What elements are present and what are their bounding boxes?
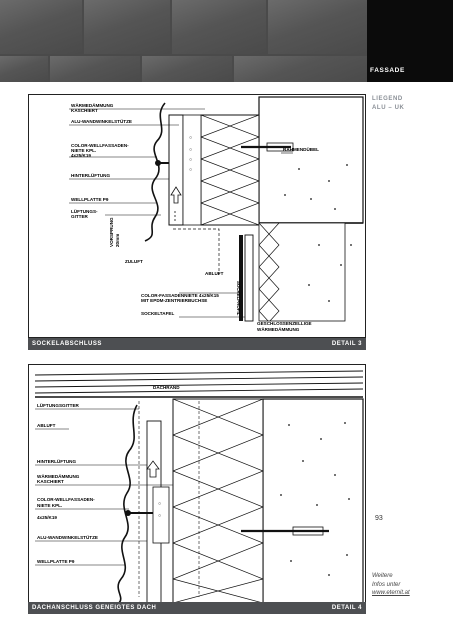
detail-3-drawing: ○ ○ ○ ○ <box>28 94 366 338</box>
svg-text:○: ○ <box>158 513 161 519</box>
detail-3-caption: SOCKELABSCHLUSS DETAIL 3 <box>28 338 366 350</box>
d3-label-fassadenniete-2: MIT EPDM-ZENTRIERBUCHSE <box>141 298 207 303</box>
detail-4-caption-title: DACHANSCHLUSS GENEIGTES DACH <box>32 605 157 611</box>
d4-label-wellplatte: WELLPLATTE P9 <box>37 559 75 564</box>
d3-label-alu-wandwinkelstuetze: ALU-WANDWINKELSTÜTZE <box>71 118 132 124</box>
d3-label-fassadenniete-1: COLOR-FASSADENNIETE 4x25/K15 <box>141 293 219 298</box>
d3-label-lueftungsgitter-2: GITTER <box>71 214 89 219</box>
svg-text:○: ○ <box>189 167 192 173</box>
d3-label-wellplatte: WELLPLATTE P9 <box>71 197 109 202</box>
detail-4-caption: DACHANSCHLUSS GENEIGTES DACH DETAIL 4 <box>28 602 366 614</box>
svg-text:○: ○ <box>189 147 192 153</box>
d4-label-lueftungsgitter: LÜFTUNGSGITTER <box>37 402 80 408</box>
section-tab <box>367 0 453 82</box>
detail-4-drawing: ○ ○ DACHRAND LÜF <box>28 364 366 604</box>
d4-label-dachrand: DACHRAND <box>153 385 180 390</box>
detail-3-caption-number: DETAIL 3 <box>331 341 362 347</box>
d3-label-waermedaemmung: WÄRMEDÄMMUNG <box>71 102 114 108</box>
d3-label-color-well-3: 4x25/K19 <box>71 153 91 158</box>
d3-label-vorsprung-2: 20mm <box>115 234 120 247</box>
d4-label-color-well-1: COLOR-WELLFASSADEN- <box>37 497 95 502</box>
detail-4-caption-number: DETAIL 4 <box>331 605 362 611</box>
side-heading-line1: LIEGEND <box>372 96 403 102</box>
d3-label-kaschiert: KASCHIERT <box>71 108 98 113</box>
svg-text:○: ○ <box>158 501 161 507</box>
detail-3-svg: ○ ○ ○ ○ <box>69 96 364 332</box>
d3-label-rahmenduebel: RAHMENDÜBEL <box>283 146 319 152</box>
d3-label-color-well-1: COLOR-WELLFASSADEN- <box>71 143 129 148</box>
svg-text:○: ○ <box>189 157 192 163</box>
d4-label-abluft: ABLUFT <box>37 423 56 428</box>
d3-label-geschlossen-2: WÄRMEDÄMMUNG <box>257 326 300 332</box>
side-heading-line2: ALU – UK <box>372 105 405 111</box>
section-label: FASSADE <box>370 67 405 74</box>
detail-3-caption-title: SOCKELABSCHLUSS <box>32 341 102 347</box>
d4-label-waermedaemmung: WÄRMEDÄMMUNG <box>37 473 80 479</box>
more-info-line1: Weitere <box>372 573 393 579</box>
website-link[interactable]: www.eternit.at <box>372 590 410 596</box>
d4-label-alu-wandwinkelstuetze: ALU-WANDWINKELSTÜTZE <box>37 534 98 540</box>
d4-label-hinterlueftung: HINTERLÜFTUNG <box>37 458 76 464</box>
d3-label-color-well-2: NIETE KPL. <box>71 148 96 153</box>
detail-4-svg: ○ ○ DACHRAND LÜF <box>34 370 364 604</box>
d3-label-sockelprofil: SOCKELPROFIL <box>236 281 241 316</box>
d3-label-lueftungsgitter-1: LÜFTUNGS- <box>71 208 98 214</box>
page-number: 93 <box>375 515 383 522</box>
d3-label-hinterlueftung: HINTERLÜFTUNG <box>71 172 110 178</box>
d3-label-zuluft: ZULUFT <box>125 259 143 264</box>
d4-label-color-well-2: NIETE KPL. <box>37 503 62 508</box>
more-info-line2: Infos unter <box>372 581 401 588</box>
facade-photo <box>0 0 367 82</box>
d4-label-color-well-3: 4x25/K19 <box>37 515 57 520</box>
d3-label-abluft: ABLUFT <box>205 271 224 276</box>
d3-label-geschlossen-1: GESCHLOSSENZELLIGE <box>257 321 312 326</box>
svg-text:○: ○ <box>189 135 192 141</box>
d3-label-sockeltafel: SOCKELTAFEL <box>141 311 174 316</box>
d3-label-vorsprung-1: VORSPRUNG <box>109 217 114 247</box>
side-heading: LIEGEND ALU – UK <box>372 95 404 113</box>
d4-label-kaschiert: KASCHIERT <box>37 479 64 484</box>
more-info-note: Weitere Infos unter www.eternit.at <box>372 572 410 598</box>
